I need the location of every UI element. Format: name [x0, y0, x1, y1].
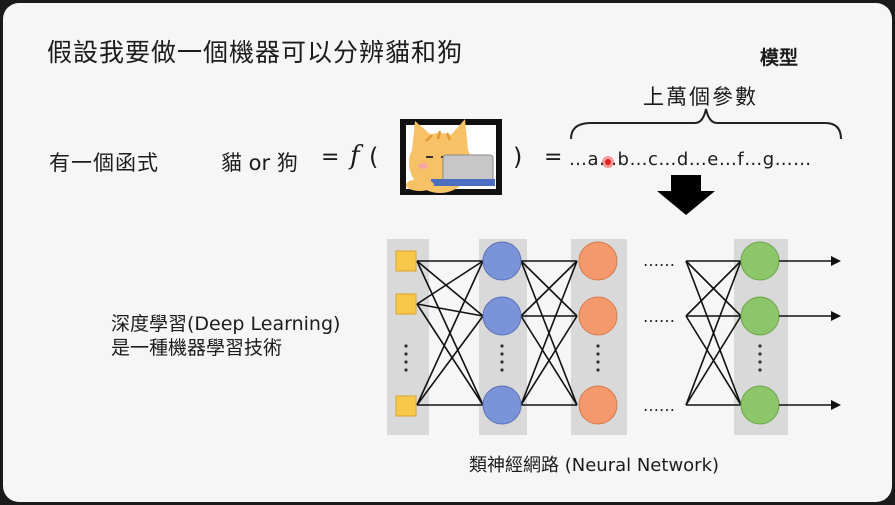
deep-learning-line2: 是一種機器學習技術 — [111, 337, 283, 359]
deep-learning-line1: 深度學習(Deep Learning) — [111, 313, 341, 335]
arrowhead-icon — [831, 256, 841, 266]
function-label: 有一個函式 — [49, 151, 159, 175]
vertical-dots — [404, 344, 762, 372]
output-node — [740, 385, 780, 425]
hidden1-node — [482, 241, 522, 281]
output-arrows — [779, 260, 833, 406]
equals-sign: = — [321, 145, 340, 170]
neural-network-label: 類神經網路 (Neural Network) — [469, 455, 720, 476]
layer-ellipsis: …… — [643, 251, 675, 270]
connections-2 — [520, 260, 578, 406]
curly-brace-icon — [570, 108, 842, 140]
hidden2-node — [578, 385, 618, 425]
arrowhead-icon — [831, 311, 841, 321]
input-node — [395, 395, 417, 417]
paren-close: ) — [513, 143, 523, 171]
equals-sign-2: = — [544, 145, 563, 170]
input-node — [395, 250, 417, 272]
model-label: 模型 — [760, 47, 799, 69]
paren-open: ( — [369, 143, 379, 171]
connections-1 — [416, 260, 484, 406]
hidden1-node — [482, 296, 522, 336]
hidden2-node — [578, 296, 618, 336]
slide-graphics: …… …… …… — [387, 108, 842, 435]
function-symbol: f — [350, 141, 360, 171]
connections-3 — [685, 260, 742, 406]
down-arrow-icon — [657, 175, 715, 215]
layer-ellipsis: …… — [643, 396, 675, 415]
cat-or-dog-label: 貓 or 狗 — [221, 151, 298, 175]
layer-ellipsis: …… — [643, 307, 675, 326]
hidden1-node — [482, 385, 522, 425]
input-node — [395, 293, 417, 315]
cat-with-laptop-icon — [400, 119, 502, 195]
slide: 假設我要做一個機器可以分辨貓和狗 模型 上萬個參數 有一個函式 貓 or 狗 =… — [3, 3, 892, 502]
output-node — [740, 296, 780, 336]
params-label: 上萬個參數 — [643, 85, 758, 109]
pointer-dot — [602, 156, 614, 168]
arrowhead-icon — [831, 400, 841, 410]
slide-title: 假設我要做一個機器可以分辨貓和狗 — [47, 38, 464, 67]
params-sequence: …a…b…c…d…e…f…g…… — [569, 149, 812, 170]
hidden2-node — [578, 241, 618, 281]
output-node — [740, 241, 780, 281]
